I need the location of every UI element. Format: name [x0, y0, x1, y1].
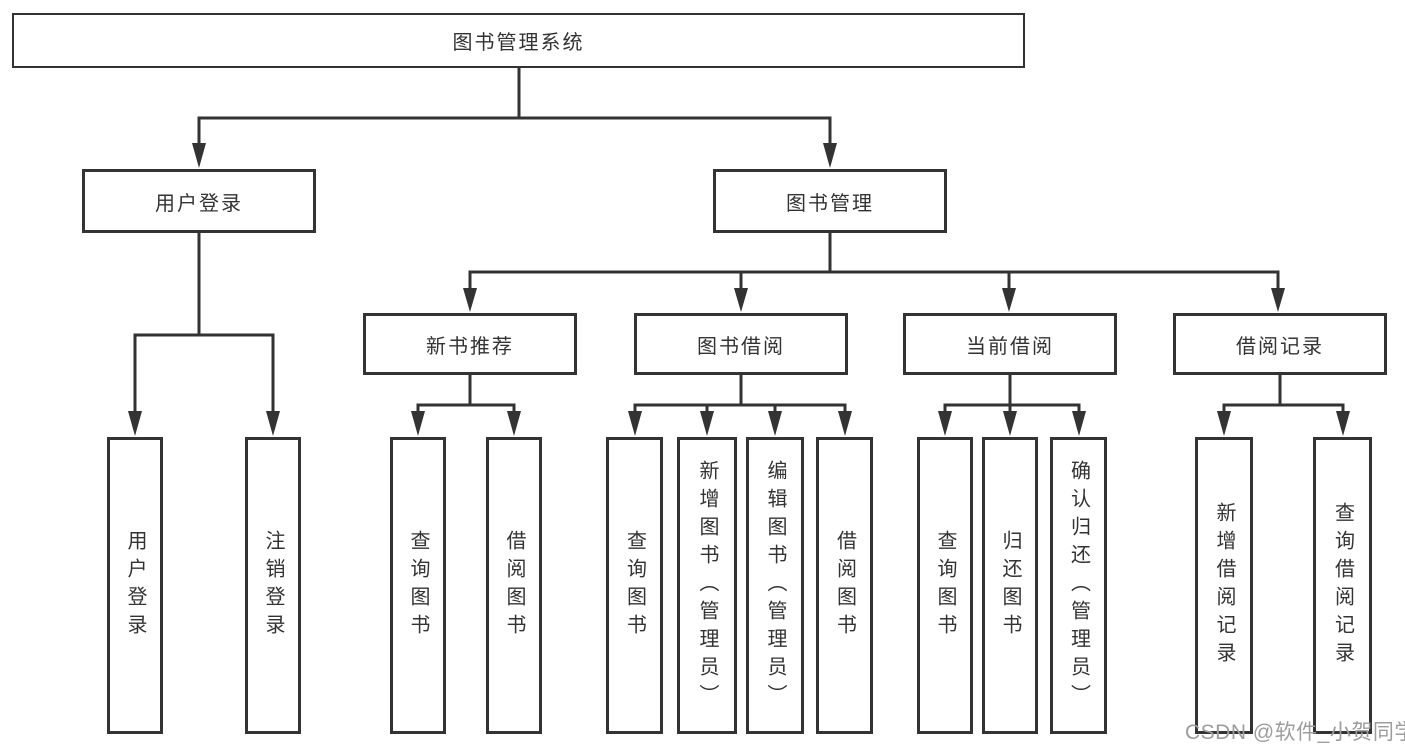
- leaf-add-book-admin: 新增图书（管理员）: [677, 437, 737, 734]
- leaf-logout: 注销登录: [245, 437, 301, 734]
- leaf-borrow-books-recommend: 借阅图书: [486, 437, 542, 734]
- leaf-borrow-books: 借阅图书: [816, 437, 873, 734]
- leaf-add-borrow-record: 新增借阅记录: [1195, 437, 1253, 734]
- node-user-login: 用户登录: [82, 169, 316, 233]
- node-borrow-records: 借阅记录: [1173, 313, 1387, 375]
- node-new-book-recommend: 新书推荐: [363, 313, 577, 375]
- leaf-edit-book-admin: 编辑图书（管理员）: [746, 437, 804, 734]
- node-root: 图书管理系统: [12, 13, 1025, 68]
- node-book-borrow: 图书借阅: [634, 313, 848, 375]
- leaf-confirm-return-admin: 确认归还（管理员）: [1050, 437, 1107, 734]
- leaf-query-borrow-record: 查询借阅记录: [1313, 437, 1372, 734]
- leaf-query-books-recommend: 查询图书: [390, 437, 446, 734]
- node-book-management: 图书管理: [713, 169, 947, 233]
- node-current-borrow: 当前借阅: [903, 313, 1117, 375]
- leaf-query-books-borrow: 查询图书: [606, 437, 663, 734]
- watermark: CSDN @软件_小贺同学: [1185, 721, 1405, 744]
- leaf-return-book: 归还图书: [982, 437, 1038, 734]
- leaf-user-login: 用户登录: [107, 437, 163, 734]
- leaf-query-books-current: 查询图书: [917, 437, 973, 734]
